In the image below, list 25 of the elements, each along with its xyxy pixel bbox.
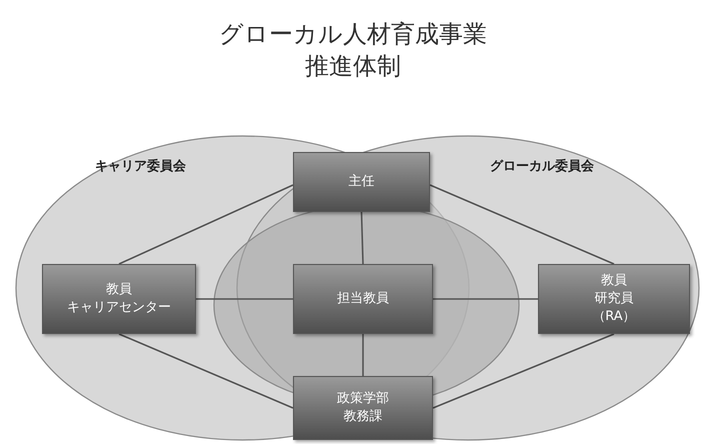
role-text: キャリアセンター: [67, 299, 171, 317]
role-box: [538, 264, 690, 334]
role-text: 研究員: [594, 290, 634, 308]
connector-line: [362, 334, 364, 376]
connector-line: [118, 333, 294, 409]
role-box: [293, 152, 430, 212]
role-text: 主任: [348, 173, 374, 191]
committee-label: キャリア委員会: [95, 158, 186, 176]
diagram-title: グローカル人材育成事業推進体制: [218, 19, 488, 82]
committee-label: グローカル委員会: [490, 158, 594, 176]
connector-line: [432, 333, 614, 409]
role-box: [293, 376, 433, 440]
role-text: 政策学部: [337, 390, 389, 408]
connector-line: [118, 184, 294, 265]
connector-line: [430, 184, 614, 265]
role-box: [293, 264, 433, 334]
role-text: 教員: [601, 272, 627, 290]
connector-line: [433, 298, 538, 300]
connector-line: [196, 298, 293, 300]
role-text: 教務課: [344, 408, 382, 426]
role-text: （RA）: [592, 308, 636, 326]
connector-line: [360, 212, 364, 264]
role-text: 担当教員: [337, 290, 389, 308]
role-text: 教員: [106, 281, 132, 299]
role-box: [42, 264, 196, 334]
